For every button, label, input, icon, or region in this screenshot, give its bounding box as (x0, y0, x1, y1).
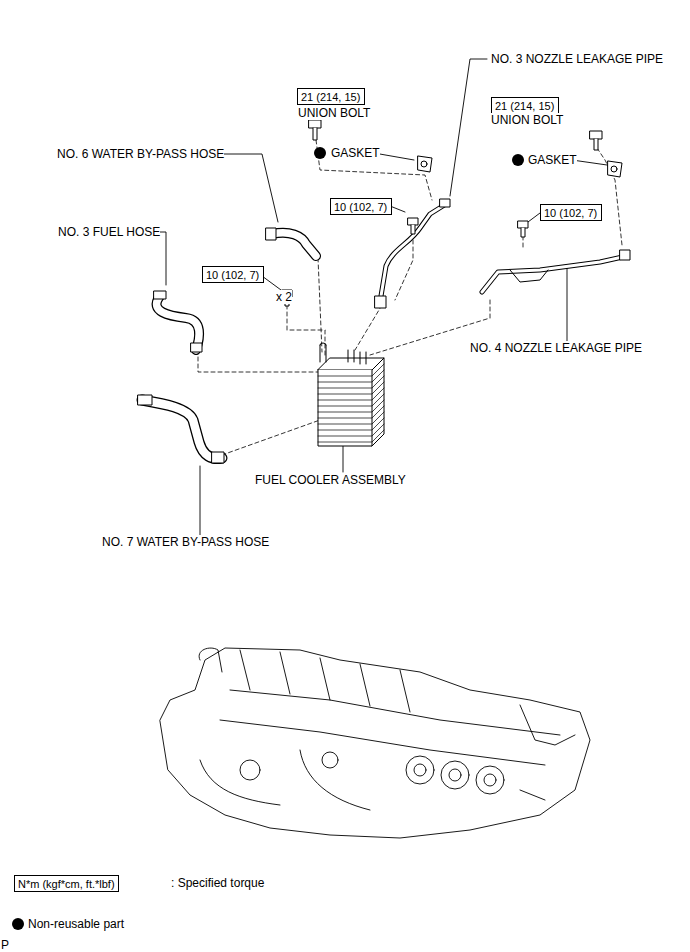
torque-value: 10 (102, 7) (544, 207, 597, 220)
part-label: FUEL COOLER ASSEMBLY (255, 473, 406, 487)
part-label-text: NO. 3 NOZZLE LEAKAGE PIPE (491, 52, 663, 66)
legend-text: Non-reusable part (28, 917, 124, 931)
assembly-line (198, 140, 622, 455)
legend-entry: Non-reusable part (28, 917, 124, 931)
hose (138, 228, 316, 463)
torque-value: 10 (102, 7) (206, 269, 259, 282)
part-label-text: NO. 4 NOZZLE LEAKAGE PIPE (470, 341, 642, 355)
part-label: x 2 (276, 290, 292, 304)
engine-illustration (160, 648, 590, 838)
part-label-text: NO. 6 WATER BY-PASS HOSE (57, 147, 224, 161)
torque-box: N*m (kgf*cm, ft.*lbf) (14, 875, 119, 892)
part-label-text: NO. 3 FUEL HOSE (58, 225, 160, 239)
torque-value: 21 (214, 15) (301, 91, 360, 104)
part-label: NO. 7 WATER BY-PASS HOSE (102, 535, 269, 549)
part-label: P (1, 938, 9, 952)
torque-value: 21 (214, 15) (495, 100, 554, 113)
leader-line (154, 59, 607, 535)
part-label: UNION BOLT (298, 106, 370, 120)
torque-box: 10 (102, 7) (202, 266, 264, 283)
torque-box: 10 (102, 7) (330, 198, 392, 215)
part-label-text: FUEL COOLER ASSEMBLY (255, 473, 406, 487)
torque-box: 21 (214, 15) (297, 88, 365, 105)
torque-value: 10 (102, 7) (334, 201, 387, 214)
part-label: UNION BOLT (491, 113, 563, 127)
legend-text: : Specified torque (171, 876, 264, 890)
torque-value: N*m (kgf*cm, ft.*lbf) (18, 878, 115, 891)
part-label-text: P (1, 938, 9, 952)
part-label: GASKET (331, 146, 380, 160)
torque-box: 21 (214, 15) (491, 97, 559, 114)
pipe (375, 199, 630, 308)
bolt (282, 120, 622, 306)
part-label: GASKET (528, 153, 577, 167)
part-label-text: GASKET (331, 146, 380, 160)
part-label: NO. 6 WATER BY-PASS HOSE (57, 147, 224, 161)
part-label: NO. 3 NOZZLE LEAKAGE PIPE (491, 52, 663, 66)
torque-box: 10 (102, 7) (540, 204, 602, 221)
part-label: NO. 4 NOZZLE LEAKAGE PIPE (470, 341, 642, 355)
fuel-cooler (318, 343, 384, 446)
legend-entry: : Specified torque (171, 876, 264, 890)
part-label-text: x 2 (276, 290, 292, 304)
part-label-text: NO. 7 WATER BY-PASS HOSE (102, 535, 269, 549)
part-label-text: GASKET (528, 153, 577, 167)
part-label: NO. 3 FUEL HOSE (58, 225, 160, 239)
part-label-text: UNION BOLT (491, 113, 563, 127)
non-reusable-dot (12, 147, 524, 930)
part-label-text: UNION BOLT (298, 106, 370, 120)
